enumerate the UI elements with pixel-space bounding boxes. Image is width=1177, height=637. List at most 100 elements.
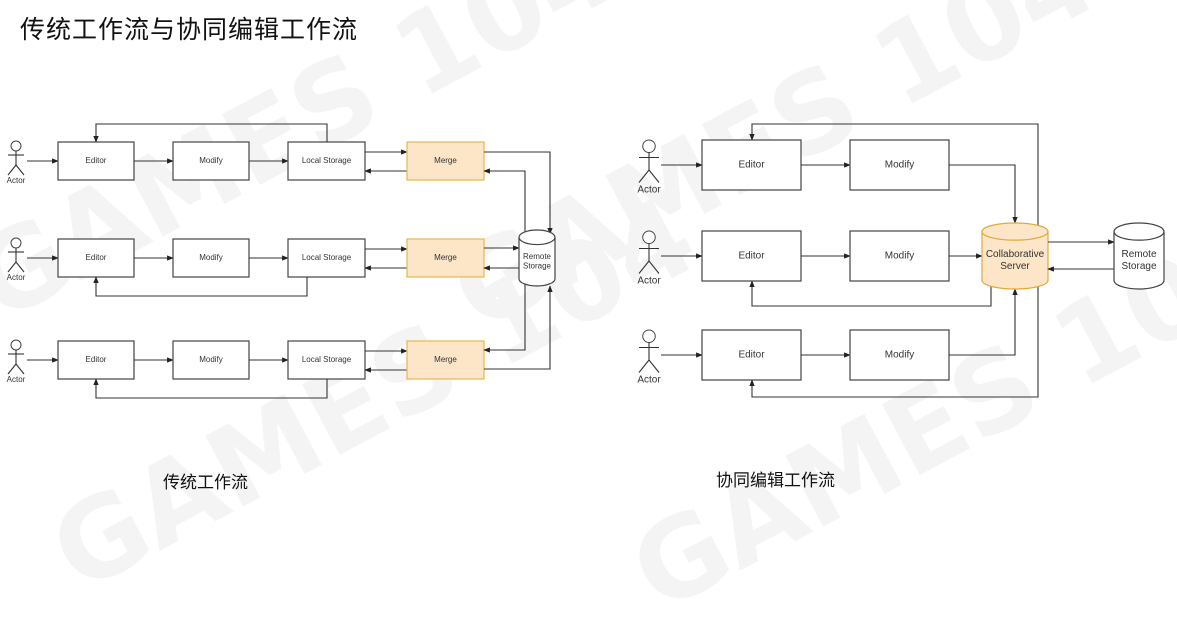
- modify-box: Modify: [849, 329, 950, 381]
- collaborative-row: Actor Editor Modify: [637, 139, 950, 196]
- editor-box-shape: [701, 139, 802, 191]
- actor-icon: Actor: [7, 140, 26, 185]
- actor-leg: [638, 169, 650, 183]
- collaborative-server-cylinder-rim: [981, 231, 1049, 241]
- editor-box-label: Editor: [738, 251, 765, 262]
- actor-icon: Actor: [637, 329, 661, 386]
- modify-box: Modify: [172, 238, 250, 278]
- traditional-row: Actor Editor Modify Local Storage Merge: [7, 123, 485, 185]
- collaborative-workflow-caption: 协同编辑工作流: [716, 471, 835, 491]
- actor-leg: [7, 363, 17, 375]
- actor-label: Actor: [7, 375, 26, 384]
- traditional-row: Actor Editor Modify Local Storage Merge: [7, 237, 485, 297]
- editor-box: Editor: [701, 230, 802, 282]
- traditional-workflow-caption: 传统工作流: [163, 473, 248, 493]
- actor-icon: Actor: [7, 237, 26, 282]
- feedback-arrow: [749, 280, 992, 307]
- merge-box-label: Merge: [434, 156, 457, 165]
- modify-box-shape: [849, 230, 950, 282]
- modify-box-label: Modify: [199, 156, 223, 165]
- connector-arrow: [949, 288, 1018, 356]
- actor-leg: [7, 164, 17, 176]
- editor-box: Editor: [57, 238, 135, 278]
- modify-box-label: Modify: [885, 160, 914, 171]
- modify-box-label: Modify: [885, 350, 914, 361]
- merge-box: Merge: [406, 238, 485, 278]
- editor-box-label: Editor: [738, 160, 765, 171]
- editor-box-shape: [57, 238, 135, 278]
- editor-box-shape: [701, 230, 802, 282]
- connector-arrow: [484, 285, 553, 370]
- local-storage-box-shape: [287, 141, 366, 181]
- modify-box: Modify: [172, 141, 250, 181]
- traditional-row: Actor Editor Modify Local Storage Merge: [7, 339, 485, 399]
- local-storage-box-shape: [287, 238, 366, 278]
- local-storage-box-label: Local Storage: [302, 156, 352, 165]
- remote-storage-cylinder-rim: [1113, 231, 1165, 241]
- modify-box: Modify: [849, 230, 950, 282]
- actor-leg: [648, 260, 660, 274]
- connector-arrow: [484, 151, 553, 235]
- editor-box: Editor: [701, 329, 802, 381]
- page-title: 传统工作流与协同编辑工作流: [20, 15, 359, 44]
- modify-box: Modify: [849, 139, 950, 191]
- editor-box: Editor: [701, 139, 802, 191]
- editor-box-shape: [57, 141, 135, 181]
- feedback-arrow: [93, 378, 328, 399]
- actor-leg: [648, 169, 660, 183]
- local-storage-box: Local Storage: [287, 340, 366, 380]
- actor-leg: [15, 261, 25, 273]
- local-storage-box-label: Local Storage: [302, 355, 352, 364]
- collaborative-row: Actor Editor Modify: [637, 230, 950, 287]
- actor-leg: [15, 363, 25, 375]
- actor-head: [10, 140, 22, 152]
- actor-label: Actor: [637, 276, 661, 287]
- modify-box-shape: [172, 141, 250, 181]
- modify-box-shape: [172, 340, 250, 380]
- actor-icon: Actor: [7, 339, 26, 384]
- merge-box-label: Merge: [434, 253, 457, 262]
- editor-box-label: Editor: [738, 350, 765, 361]
- merge-box: Merge: [406, 141, 485, 181]
- actor-icon: Actor: [637, 139, 661, 196]
- actor-leg: [638, 260, 650, 274]
- connector-arrow: [483, 284, 526, 353]
- feedback-arrow: [749, 123, 1039, 229]
- merge-box-label: Merge: [434, 355, 457, 364]
- local-storage-box-label: Local Storage: [302, 253, 352, 262]
- merge-box-shape: [406, 141, 485, 181]
- remote-storage-cylinder-label: Storage: [1121, 261, 1156, 272]
- modify-box-label: Modify: [199, 355, 223, 364]
- editor-box-label: Editor: [86, 156, 107, 165]
- actor-head: [10, 237, 22, 249]
- modify-box: Modify: [172, 340, 250, 380]
- actor-label: Actor: [7, 176, 26, 185]
- actor-icon: Actor: [637, 230, 661, 287]
- actor-head: [642, 230, 656, 244]
- merge-box-shape: [406, 238, 485, 278]
- collaborative-server-cylinder-label: Server: [1000, 261, 1030, 272]
- actor-leg: [7, 261, 17, 273]
- local-storage-box: Local Storage: [287, 141, 366, 181]
- remote-storage-cylinder-label: Remote: [1121, 249, 1156, 260]
- remote-storage-cylinder-label: Storage: [523, 262, 552, 271]
- actor-head: [642, 139, 656, 153]
- modify-box-label: Modify: [199, 253, 223, 262]
- feedback-arrow: [93, 123, 328, 143]
- actor-leg: [648, 359, 660, 373]
- editor-box: Editor: [57, 340, 135, 380]
- collaborative-server-cylinder-label: Collaborative: [986, 249, 1045, 260]
- actor-label: Actor: [637, 375, 661, 386]
- connector-arrow: [949, 164, 1018, 224]
- local-storage-box-shape: [287, 340, 366, 380]
- actor-leg: [15, 164, 25, 176]
- connector-arrow: [483, 168, 526, 234]
- editor-box-label: Editor: [86, 253, 107, 262]
- actor-label: Actor: [637, 185, 661, 196]
- collaborative-row: Actor Editor Modify: [637, 329, 950, 386]
